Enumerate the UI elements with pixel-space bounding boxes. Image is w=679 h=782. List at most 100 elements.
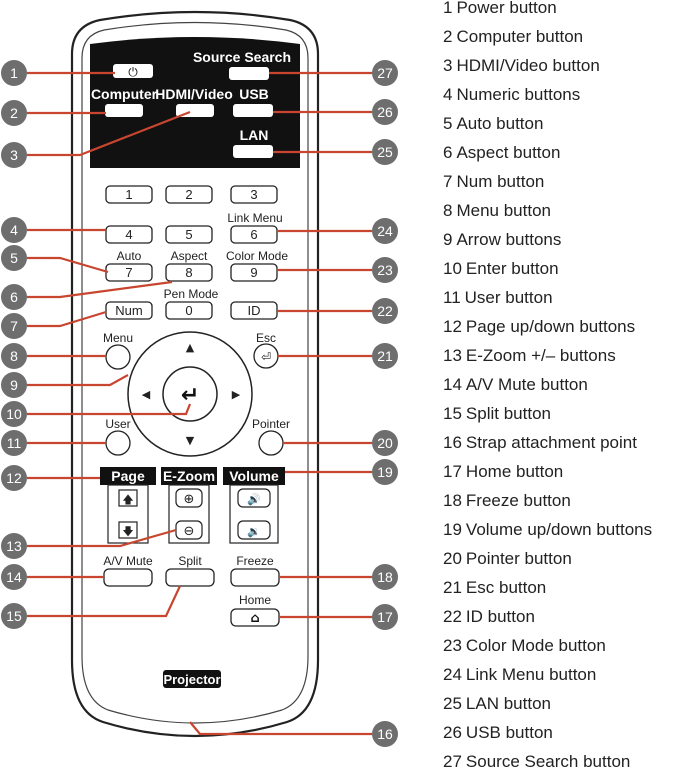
callout-number: 8 <box>10 348 18 364</box>
legend-label: LAN button <box>465 694 551 713</box>
legend-label: E-Zoom +/– buttons <box>465 346 616 365</box>
callout-number: 2 <box>10 105 18 121</box>
legend-number: 12 <box>443 317 462 336</box>
digit-button-9[interactable] <box>230 263 278 282</box>
callout-circle <box>372 218 398 244</box>
lan-button[interactable] <box>233 145 273 158</box>
num-button[interactable] <box>105 301 153 320</box>
callout-number: 27 <box>377 65 393 81</box>
ezoom-frame <box>168 484 210 544</box>
digit-button-3[interactable] <box>230 185 278 204</box>
callout-number: 21 <box>377 348 393 364</box>
callout-number: 9 <box>10 377 18 393</box>
legend-label: Computer button <box>456 27 584 46</box>
callout-circle <box>372 721 398 747</box>
callout-circle <box>1 401 27 427</box>
zoom-in-button[interactable] <box>175 488 203 508</box>
digit-button-4[interactable] <box>105 225 153 244</box>
legend-number: 16 <box>443 433 462 452</box>
callout-line <box>27 310 107 328</box>
menu-label: Menu <box>103 331 133 345</box>
enter-button[interactable] <box>162 366 218 422</box>
page-up-icon: 🡅 <box>122 493 133 506</box>
legend-number: 4 <box>443 85 453 104</box>
usb-label: USB <box>239 86 269 102</box>
digit-button-1[interactable] <box>105 185 153 204</box>
callout-circle <box>1 245 27 271</box>
legend-number: 17 <box>443 462 462 481</box>
callout-circle <box>1 430 27 456</box>
legend-label: Arrow buttons <box>456 230 562 249</box>
legend-label: Home button <box>465 462 564 481</box>
callout-circle <box>1 60 27 86</box>
legend-label: Split button <box>465 404 551 423</box>
digit-button-2[interactable] <box>165 185 213 204</box>
legend-label: Strap attachment point <box>465 433 637 452</box>
arrow-right-icon[interactable]: ▶ <box>232 388 241 401</box>
legend-number: 21 <box>443 578 462 597</box>
legend-number: 7 <box>443 172 453 191</box>
arrow-down-icon[interactable]: ▼ <box>186 434 195 447</box>
volume-down-button[interactable] <box>237 520 271 540</box>
menu-button[interactable] <box>105 344 131 370</box>
freeze-button[interactable] <box>230 568 280 587</box>
legend-label: Esc button <box>465 578 547 597</box>
callout-circle <box>1 564 27 590</box>
user-button[interactable] <box>105 430 131 456</box>
digit-label-8: 8 <box>185 265 192 280</box>
usb-button[interactable] <box>233 104 273 117</box>
color-mode-label: Color Mode <box>226 249 288 263</box>
volume-label: Volume <box>229 468 279 484</box>
callout-number: 19 <box>377 464 393 480</box>
digit-button-5[interactable] <box>165 225 213 244</box>
callout-number: 12 <box>6 470 22 486</box>
callout-circle <box>1 533 27 559</box>
esc-icon: ⏎ <box>261 350 271 364</box>
callout-line <box>27 528 177 548</box>
computer-button[interactable] <box>105 104 143 117</box>
callout-circle <box>1 603 27 629</box>
callout-circle <box>1 343 27 369</box>
volume-up-button[interactable] <box>237 488 271 508</box>
split-button[interactable] <box>165 568 215 587</box>
source-search-button[interactable] <box>229 67 269 80</box>
page-down-button[interactable] <box>118 521 138 539</box>
legend-label: Numeric buttons <box>456 85 581 104</box>
projector-label: Projector <box>163 672 220 687</box>
digit-button-0[interactable] <box>165 301 213 320</box>
split-label: Split <box>178 554 202 568</box>
legend-number: 1 <box>443 0 453 17</box>
digit-button-6[interactable] <box>230 225 278 244</box>
legend-label: Volume up/down buttons <box>465 520 653 539</box>
digit-button-8[interactable] <box>165 263 213 282</box>
page-up-button[interactable] <box>118 489 138 507</box>
legend-label: Power button <box>456 0 557 17</box>
av-mute-button[interactable] <box>103 568 153 587</box>
callout-circle <box>1 465 27 491</box>
legend-number: 11 <box>443 288 461 307</box>
power-button[interactable] <box>113 64 153 78</box>
arrow-up-icon[interactable]: ▲ <box>186 341 195 354</box>
legend-label: Aspect button <box>456 143 561 162</box>
arrow-left-icon[interactable]: ◀ <box>142 388 151 401</box>
callout-circle <box>1 372 27 398</box>
legend-label: Freeze button <box>465 491 571 510</box>
legend-number: 6 <box>443 143 453 162</box>
freeze-label: Freeze <box>236 554 274 568</box>
pointer-button[interactable] <box>258 430 284 456</box>
callout-line <box>27 403 192 416</box>
callout-number: 3 <box>10 147 18 163</box>
remote-inner-outline <box>81 21 309 724</box>
callout-number: 14 <box>6 569 22 585</box>
callout-circle <box>372 564 398 590</box>
digit-label-1: 1 <box>125 187 132 202</box>
